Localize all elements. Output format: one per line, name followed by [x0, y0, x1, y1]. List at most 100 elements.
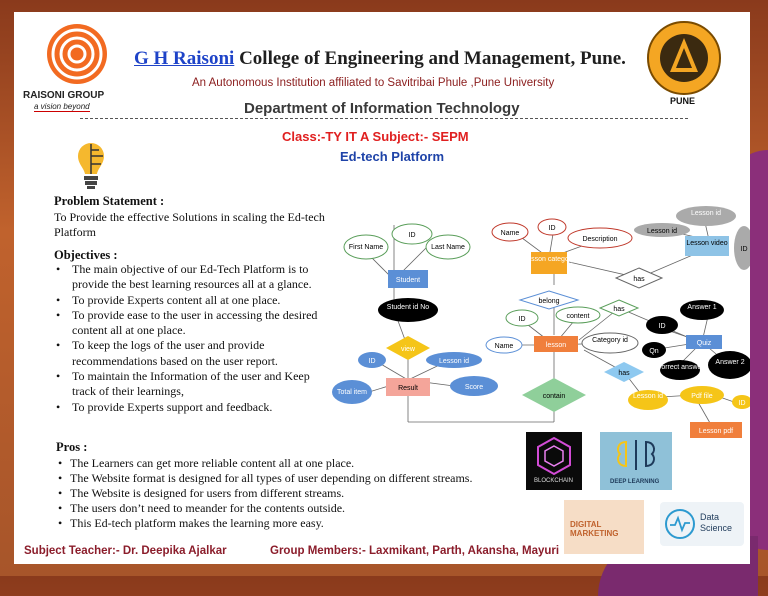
deep-learning-label: DEEP LEARNING [610, 479, 660, 485]
blockchain-icon [537, 436, 571, 476]
rel-contain-label: contain [543, 393, 566, 400]
entity-student-label: Student [396, 277, 420, 284]
attr-category-id-label: Category id [592, 337, 628, 344]
department: Department of Information Technology [244, 100, 520, 117]
rel-has3-label: has [618, 370, 630, 377]
rel-has [614, 267, 664, 289]
list-item: This Ed-tech platform makes the learning… [56, 516, 472, 531]
title-text: College of Engineering and Management, P… [234, 48, 622, 69]
rel-belong-label: belong [538, 298, 559, 305]
attr-video-lesson-id [676, 206, 736, 226]
list-item: To provide ease to the user in accessing… [54, 308, 324, 339]
entity-lesson-category [531, 252, 567, 274]
attr-pdf-lesson-id [628, 390, 668, 410]
entity-lesson-category-label: Lesson category [523, 256, 575, 263]
attr-first-name [343, 234, 389, 260]
attr-video-id-label: ID [741, 246, 748, 253]
attr-cat-name [491, 222, 529, 242]
objectives-list: The main objective of our Ed-Tech Platfo… [54, 262, 324, 415]
attr-lesson-id2-label: ID [519, 316, 526, 323]
heartbeat-icon [665, 509, 695, 539]
list-item: The Learners can get more reliable conte… [56, 456, 472, 471]
attr-lesson-id2 [505, 309, 539, 327]
attr-description-label: Description [582, 236, 617, 243]
rel-view [386, 336, 430, 360]
digital-marketing-tile: DIGITAL MARKETING [564, 500, 644, 554]
attr-score [450, 376, 498, 396]
raisoni-logo: RAISONI GROUP a vision beyond [22, 18, 132, 112]
problem-heading: Problem Statement : [54, 194, 165, 208]
rel-has-label: has [633, 276, 645, 283]
attr-last-name-label: Last Name [431, 244, 465, 251]
attr-pdf-lesson-id-label: Lesson id [633, 393, 663, 400]
list-item: To maintain the Information of the user … [54, 369, 324, 400]
pros-list: The Learners can get more reliable conte… [56, 456, 472, 531]
attr-qn-label: Qn [649, 348, 658, 355]
attr-quiz-id-label: ID [659, 323, 666, 330]
entity-lesson-label: lesson [546, 342, 566, 349]
attr-total-item [332, 380, 372, 404]
attr-pdf-file-label: Pdf file [691, 393, 713, 400]
er-diagram: ID First Name Last Name Student Student … [332, 206, 750, 438]
entity-lesson-pdf [690, 422, 742, 438]
attr-content [555, 306, 601, 324]
logo-name: RAISONI GROUP [23, 90, 105, 101]
attr-answer2-label: Answer 2 [715, 359, 744, 366]
class-subject: Class:-TY IT A Subject:- SEPM [282, 129, 469, 144]
attr-answer2 [708, 351, 750, 379]
blockchain-label: BLOCKCHAIN [534, 478, 574, 484]
attr-video-id [734, 226, 750, 270]
rel-view-label: view [401, 346, 416, 353]
entity-result [386, 378, 430, 396]
entity-result-label: Result [398, 385, 418, 392]
attr-student-id [378, 298, 438, 322]
attr-cat-name-label: Name [501, 230, 520, 237]
rel-contain [522, 378, 586, 412]
logo-tagline: a vision beyond [34, 102, 90, 112]
attr-result-id-label: ID [369, 358, 376, 365]
list-item: The Website format is designed for all t… [56, 471, 472, 486]
attr-pdf-id [732, 395, 750, 409]
attr-id-label: ID [409, 232, 416, 239]
entity-lesson [534, 336, 578, 352]
digital-marketing-label: DIGITAL MARKETING [570, 520, 619, 538]
attr-cat-id [537, 218, 567, 236]
attr-pdf-id-label: ID [739, 400, 746, 407]
attr-correct-answer [660, 360, 700, 380]
subtitle: An Autonomous Institution affiliated to … [192, 77, 555, 89]
attr-category-id [581, 332, 639, 354]
problem-body: To Provide the effective Solutions in sc… [54, 210, 325, 239]
attr-description [567, 227, 633, 249]
attr-last-name [425, 234, 471, 260]
college-seal-icon [647, 21, 721, 95]
deep-learning-tile: DEEP LEARNING [600, 432, 672, 490]
attr-result-id [358, 352, 386, 368]
attr-student-id-label: Student id No [387, 304, 430, 311]
attr-lesson-name-label: Name [495, 343, 514, 350]
data-science-label: Data Science [700, 512, 733, 533]
attr-qn [642, 342, 666, 358]
attr-score-label: Score [465, 384, 483, 391]
attr-lesson-id-label: Lesson id [439, 358, 469, 365]
list-item: The main objective of our Ed-Tech Platfo… [54, 262, 324, 293]
entity-lesson-pdf-label: Lesson pdf [699, 428, 733, 435]
list-item: The users don’t need to meander for the … [56, 501, 472, 516]
entity-quiz-label: Quiz [697, 340, 712, 347]
entity-lesson-video [685, 236, 729, 256]
title-dot: . [621, 48, 626, 69]
list-item: To provide Experts support and feedback. [54, 400, 324, 416]
attr-video-lesson-id2-label: Lesson id [647, 228, 677, 235]
attr-answer1-label: Answer 1 [687, 304, 716, 311]
college-seal: PUNE [644, 20, 724, 108]
attr-video-lesson-id-label: Lesson id [691, 210, 721, 217]
attr-total-item-label: Total item [337, 389, 367, 396]
divider [80, 118, 688, 119]
attr-first-name-label: First Name [349, 244, 383, 251]
subject-teacher: Subject Teacher:- Dr. Deepika Ajalkar [24, 545, 227, 557]
attr-pdf-file [680, 386, 724, 404]
attr-id [391, 223, 433, 245]
college-link[interactable]: G H Raisoni [134, 48, 235, 69]
list-item: To keep the logs of the user and provide… [54, 338, 324, 369]
platform-title: Ed-tech Platform [340, 149, 445, 164]
slide: RAISONI GROUP a vision beyond PUNE G H R… [14, 12, 750, 564]
